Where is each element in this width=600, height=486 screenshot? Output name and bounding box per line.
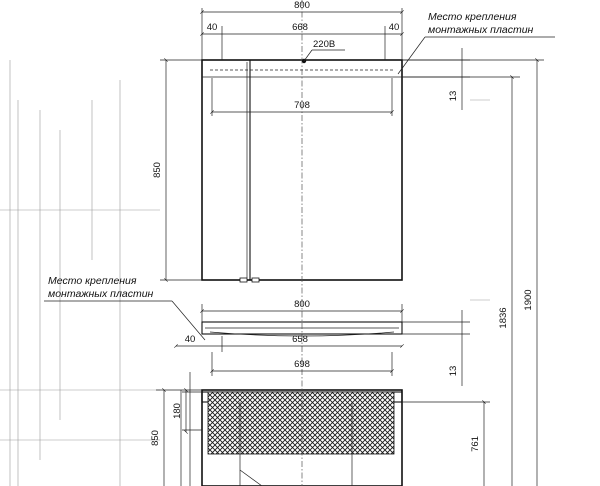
dim-lower-850: 850 xyxy=(150,388,202,486)
dim-label: 668 xyxy=(292,22,308,33)
dim-overall-1836: 1836 xyxy=(402,75,520,486)
svg-text:800: 800 xyxy=(294,299,310,310)
svg-text:708: 708 xyxy=(294,100,310,111)
svg-text:40: 40 xyxy=(185,334,196,345)
bottom-leader xyxy=(239,469,263,486)
dim-lower-13: 13 xyxy=(402,310,470,386)
dim-lower-180: 180 xyxy=(172,388,202,434)
hinge-icon xyxy=(251,277,260,283)
mount-note-lower: Место крепления монтажных пластин xyxy=(44,275,206,341)
dim-label: 800 xyxy=(294,0,310,11)
power-label: 220В xyxy=(303,39,345,62)
dim-lower-761: 761 xyxy=(402,400,490,486)
svg-text:1836: 1836 xyxy=(498,307,509,328)
svg-text:658: 658 xyxy=(292,334,308,345)
drawer-basket xyxy=(207,391,395,455)
svg-text:220В: 220В xyxy=(313,39,335,50)
dim-label: 40 xyxy=(389,22,400,33)
svg-text:850: 850 xyxy=(152,162,163,178)
lower-cabinet xyxy=(180,300,403,486)
dim-upper-850: 850 xyxy=(152,58,202,282)
dim-lower-mount: 40 658 xyxy=(174,334,404,352)
upper-cabinet xyxy=(201,0,403,300)
dim-upper-mount: 40 668 40 xyxy=(200,22,404,60)
svg-text:1900: 1900 xyxy=(523,289,534,310)
dim-lower-698: 698 xyxy=(210,352,394,376)
dim-upper-13: 13 xyxy=(402,48,470,110)
svg-text:698: 698 xyxy=(294,359,310,370)
svg-text:180: 180 xyxy=(172,403,183,419)
dim-lower-800: 800 xyxy=(200,299,404,322)
dim-overall-1900: 1900 xyxy=(402,58,544,486)
mount-note-upper: Место крепления монтажных пластин xyxy=(397,11,555,75)
hinge-icon xyxy=(239,277,248,283)
svg-text:761: 761 xyxy=(470,436,481,452)
dim-upper-708: 708 xyxy=(210,78,394,116)
svg-text:13: 13 xyxy=(448,91,459,102)
countertop xyxy=(201,321,403,335)
dim-label: 40 xyxy=(207,22,218,33)
svg-text:монтажных пластин: монтажных пластин xyxy=(48,288,154,300)
svg-text:850: 850 xyxy=(150,430,161,446)
svg-text:Место крепления: Место крепления xyxy=(428,11,517,23)
svg-text:Место крепления: Место крепления xyxy=(48,275,137,287)
background-guides xyxy=(0,60,490,486)
svg-text:13: 13 xyxy=(448,366,459,377)
svg-text:монтажных пластин: монтажных пластин xyxy=(428,24,534,36)
